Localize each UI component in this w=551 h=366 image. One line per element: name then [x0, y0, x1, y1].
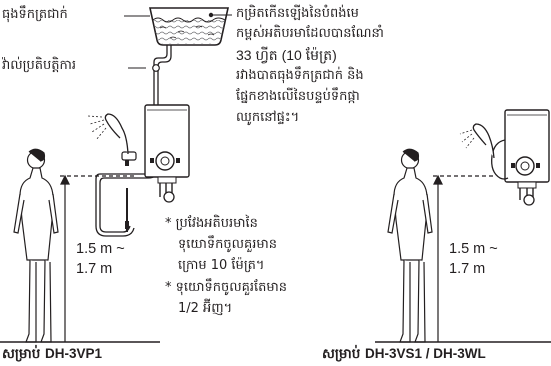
shower-head-left: [87, 113, 137, 232]
pressure-note-1: * ប្រវែងអតិបរមានៃ: [165, 216, 258, 231]
caption-left-model: DH-3VP1: [45, 346, 103, 361]
pressure-note-3: ក្រោម 10 ម៉ែត្រ។: [178, 258, 265, 273]
caption-left-prefix: សម្រាប់: [2, 346, 41, 362]
stop-valve-label: វ៉ាល់ប្រតិបត្តិការ: [2, 58, 77, 73]
pressure-note-4: * ទុយោទឹកចូលគួរតែមាន: [165, 280, 288, 295]
caption-left: សម្រាប់ DH-3VP1: [2, 345, 102, 365]
caption-right-prefix: សម្រាប់: [322, 346, 361, 362]
water-tank-label: ធុងទឹកត្រជាក់: [2, 7, 68, 22]
tank-level-note-1: កម្រិតកើនឡើងនៃបំពង់មេ: [236, 6, 359, 21]
pressure-note-2: ទុយោទឹកចូលគួរមាន: [178, 237, 278, 252]
height-arrows-right: [433, 174, 495, 342]
height-right-min: 1.5 m ~: [449, 241, 498, 257]
person-left: [13, 148, 59, 343]
pressure-note-5: 1/2 អ៊ីញ។: [178, 301, 233, 316]
person-right: [387, 148, 433, 343]
height-right-max: 1.7 m: [449, 261, 486, 277]
height-left-max: 1.7 m: [76, 261, 113, 277]
shower-head-right: [459, 123, 509, 180]
tank-level-note-5: ផ្នែកខាងលើនៃបន្ទប់ទឹកផ្កា: [236, 89, 360, 104]
tank-level-note-2: កម្ពស់អតិបរមាដែលបានណែនាំ: [236, 26, 384, 41]
height-left-min: 1.5 m ~: [76, 241, 125, 257]
height-arrows-left: [60, 174, 135, 342]
tank-level-note-6: ឈូកនៅផ្ទះ។: [236, 110, 300, 125]
water-heater-right: [504, 109, 550, 206]
caption-right-model: DH-3VS1 / DH-3WL: [365, 346, 486, 361]
tank-level-note-3: 33 ហ្វីត (10 ម៉ែត្រ): [236, 47, 337, 63]
water-tank: [149, 7, 229, 46]
tank-level-note-4: រវាងបាតធុងទឹកត្រជាក់ និង: [236, 68, 364, 83]
caption-right: សម្រាប់ DH-3VS1 / DH-3WL: [322, 345, 486, 365]
water-heater-left: [144, 104, 190, 203]
